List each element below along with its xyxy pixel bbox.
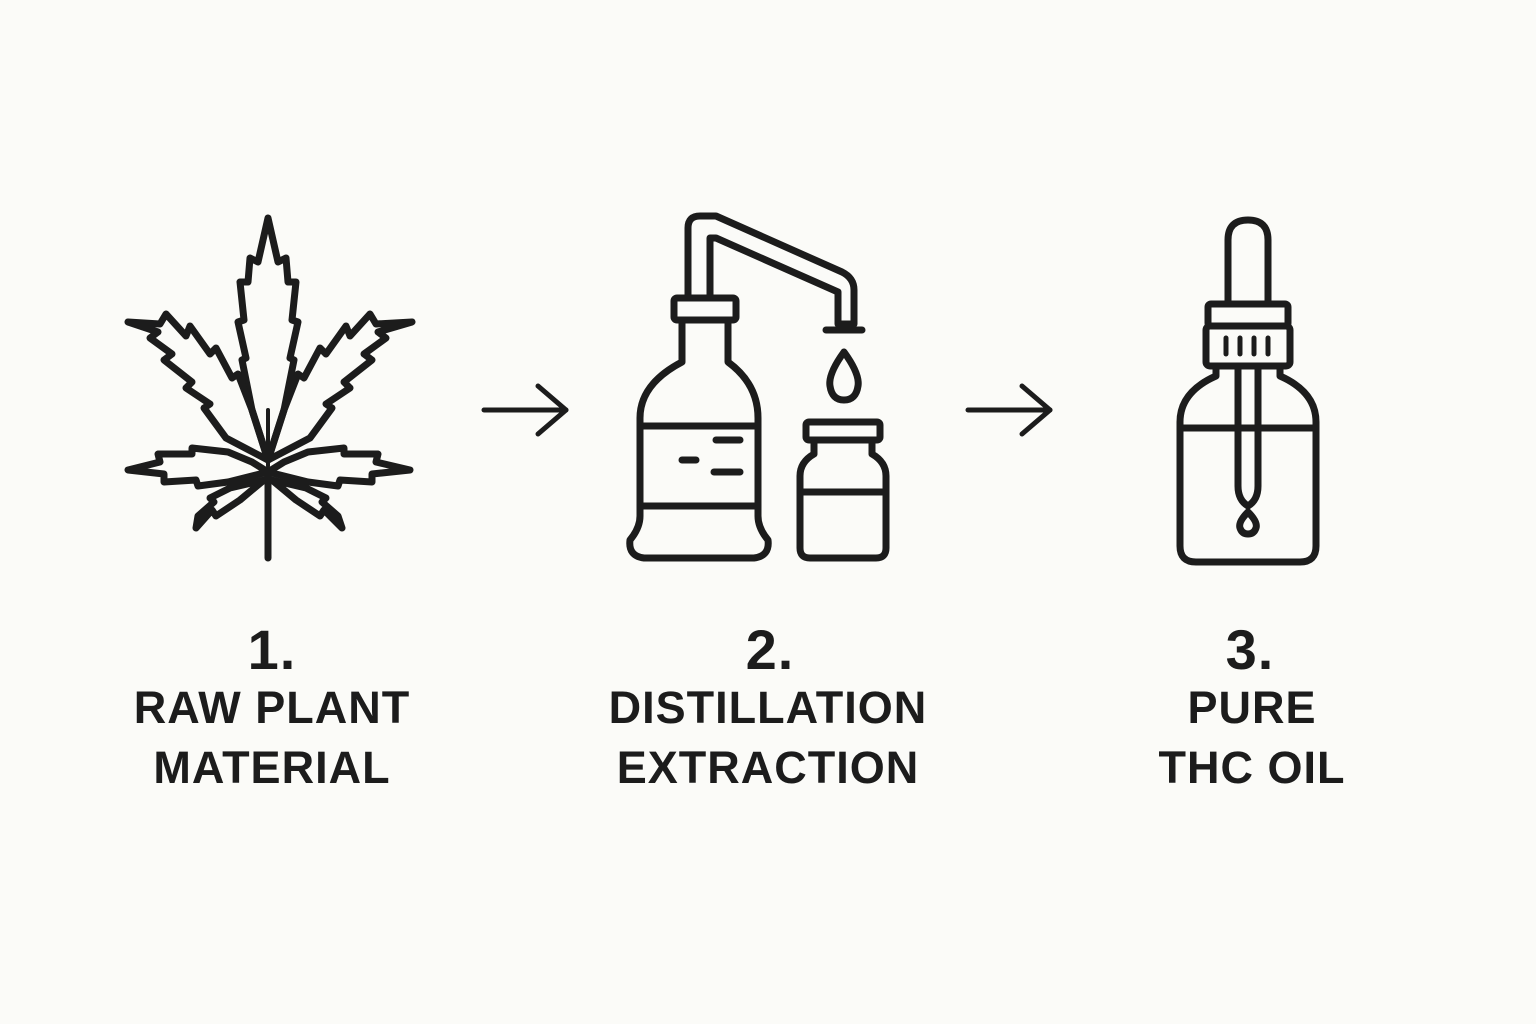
- distillation-apparatus-icon: [626, 210, 898, 570]
- arrow-right-icon: [480, 382, 576, 447]
- step-3-number: 3.: [1225, 618, 1275, 681]
- step-1-number: 1.: [247, 618, 297, 681]
- step-3-label-line-2: THC OIL: [1158, 742, 1346, 793]
- step-1-label-line-2: MATERIAL: [153, 742, 391, 793]
- step-2-label: DISTILLATION EXTRACTION: [548, 678, 988, 798]
- arrow-right-icon: [964, 382, 1060, 447]
- step-2-label-line-2: EXTRACTION: [616, 742, 920, 793]
- step-3-label-line-1: PURE: [1187, 682, 1317, 733]
- step-2-number: 2.: [745, 618, 795, 681]
- step-2-label-line-1: DISTILLATION: [608, 682, 928, 733]
- step-1-label: RAW PLANT MATERIAL: [52, 678, 492, 798]
- cannabis-leaf-icon: [120, 210, 420, 570]
- dropper-bottle-icon: [1172, 216, 1322, 572]
- step-1-label-line-1: RAW PLANT: [133, 682, 411, 733]
- step-3-label: PURE THC OIL: [1032, 678, 1472, 798]
